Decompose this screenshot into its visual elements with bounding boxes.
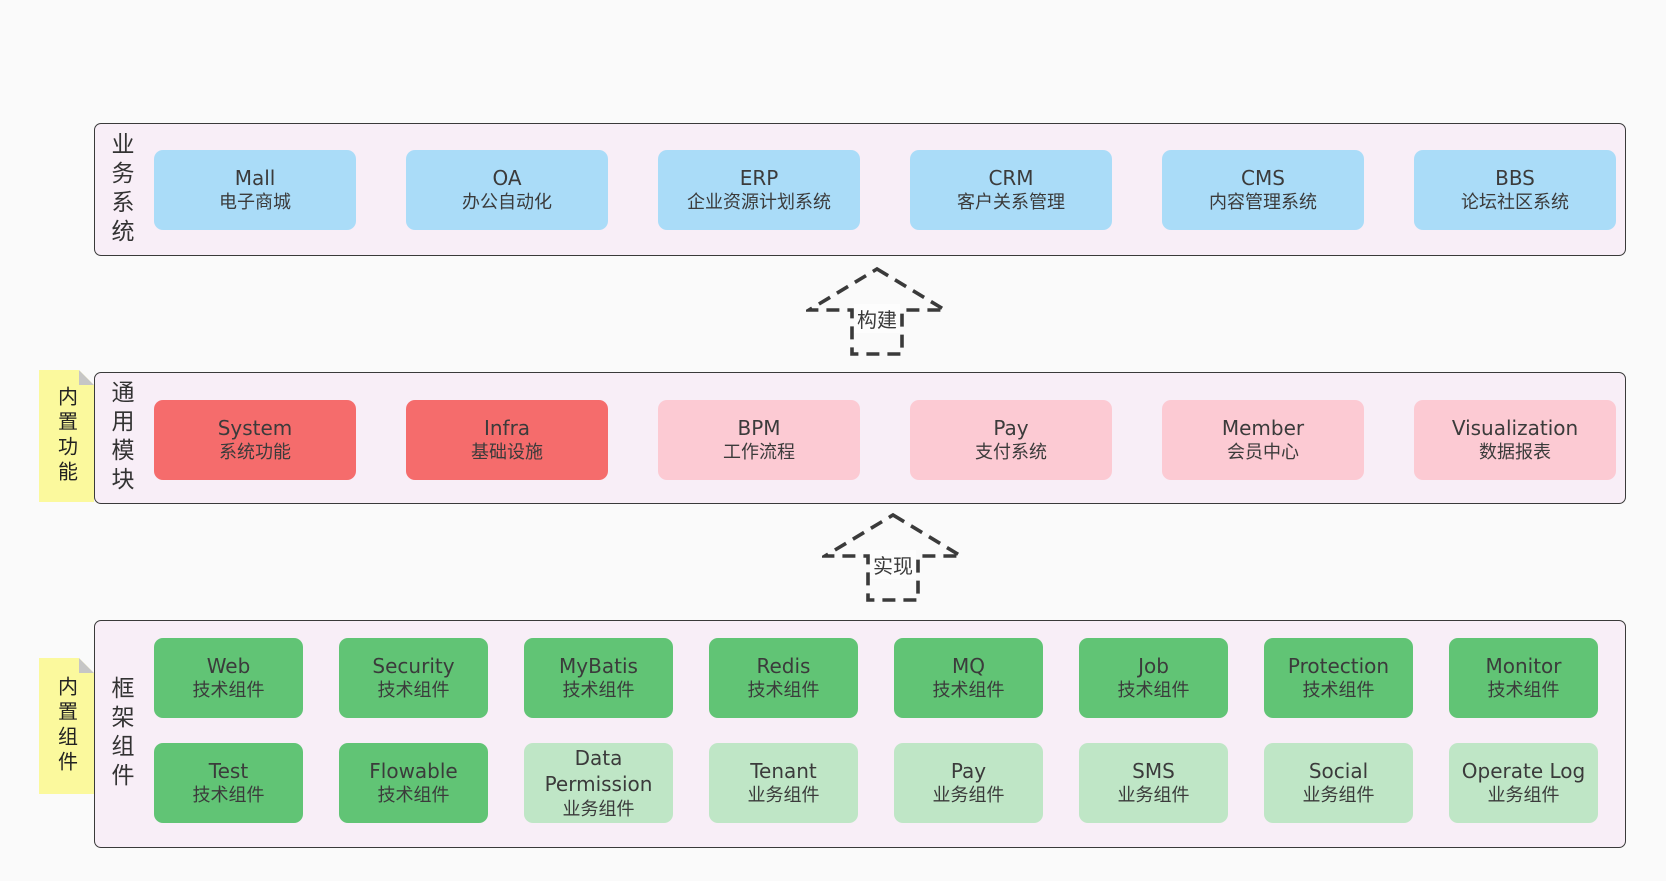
panel-framework-components: 框架组件 Web 技术组件 Security 技术组件 MyBatis 技术组件… xyxy=(94,620,1626,848)
box-mall: Mall 电子商城 xyxy=(154,150,356,230)
box-cms: CMS 内容管理系统 xyxy=(1162,150,1364,230)
panel-modules-side-label: 通用模块 xyxy=(107,380,133,496)
box-job: Job 技术组件 xyxy=(1079,638,1228,718)
business-box-row: Mall 电子商城 OA 办公自动化 ERP 企业资源计划系统 CRM 客户关系… xyxy=(154,150,1616,230)
arrow-implement: 实现 xyxy=(822,512,964,604)
dashed-up-arrow-icon xyxy=(806,266,948,356)
sticky-note-built-in-components: 内置组件 xyxy=(39,658,94,794)
arrow-build: 构建 xyxy=(806,266,948,358)
box-crm: CRM 客户关系管理 xyxy=(910,150,1112,230)
box-sms: SMS 业务组件 xyxy=(1079,743,1228,823)
box-monitor: Monitor 技术组件 xyxy=(1449,638,1598,718)
panel-business-side-label: 业务系统 xyxy=(107,131,133,248)
box-redis: Redis 技术组件 xyxy=(709,638,858,718)
fold-corner xyxy=(79,370,94,385)
box-test: Test 技术组件 xyxy=(154,743,303,823)
components-box-row-1: Web 技术组件 Security 技术组件 MyBatis 技术组件 Redi… xyxy=(154,638,1598,718)
box-member: Member 会员中心 xyxy=(1162,400,1364,480)
modules-box-row: System 系统功能 Infra 基础设施 BPM 工作流程 Pay 支付系统… xyxy=(154,400,1616,480)
box-data-permission: Data Permission 业务组件 xyxy=(524,743,673,823)
box-pay-system: Pay 支付系统 xyxy=(910,400,1112,480)
panel-business-systems: 业务系统 Mall 电子商城 OA 办公自动化 ERP 企业资源计划系统 CRM… xyxy=(94,123,1626,256)
box-oa: OA 办公自动化 xyxy=(406,150,608,230)
fold-corner xyxy=(79,658,94,673)
box-bpm: BPM 工作流程 xyxy=(658,400,860,480)
dashed-up-arrow-icon xyxy=(822,512,964,602)
box-pay-component: Pay 业务组件 xyxy=(894,743,1043,823)
sticky-note-built-in-features: 内置功能 xyxy=(39,370,94,502)
arrow-implement-label: 实现 xyxy=(870,550,916,579)
box-protection: Protection 技术组件 xyxy=(1264,638,1413,718)
box-infra: Infra 基础设施 xyxy=(406,400,608,480)
box-mybatis: MyBatis 技术组件 xyxy=(524,638,673,718)
box-flowable: Flowable 技术组件 xyxy=(339,743,488,823)
box-operate-log: Operate Log 业务组件 xyxy=(1449,743,1598,823)
box-visualization: Visualization 数据报表 xyxy=(1414,400,1616,480)
box-social: Social 业务组件 xyxy=(1264,743,1413,823)
components-box-row-2: Test 技术组件 Flowable 技术组件 Data Permission … xyxy=(154,743,1598,823)
box-mq: MQ 技术组件 xyxy=(894,638,1043,718)
arrow-build-label: 构建 xyxy=(854,304,900,333)
box-web: Web 技术组件 xyxy=(154,638,303,718)
box-bbs: BBS 论坛社区系统 xyxy=(1414,150,1616,230)
box-system: System 系统功能 xyxy=(154,400,356,480)
box-tenant: Tenant 业务组件 xyxy=(709,743,858,823)
panel-common-modules: 通用模块 System 系统功能 Infra 基础设施 BPM 工作流程 Pay… xyxy=(94,372,1626,504)
panel-components-side-label: 框架组件 xyxy=(107,676,133,792)
box-security: Security 技术组件 xyxy=(339,638,488,718)
box-erp: ERP 企业资源计划系统 xyxy=(658,150,860,230)
